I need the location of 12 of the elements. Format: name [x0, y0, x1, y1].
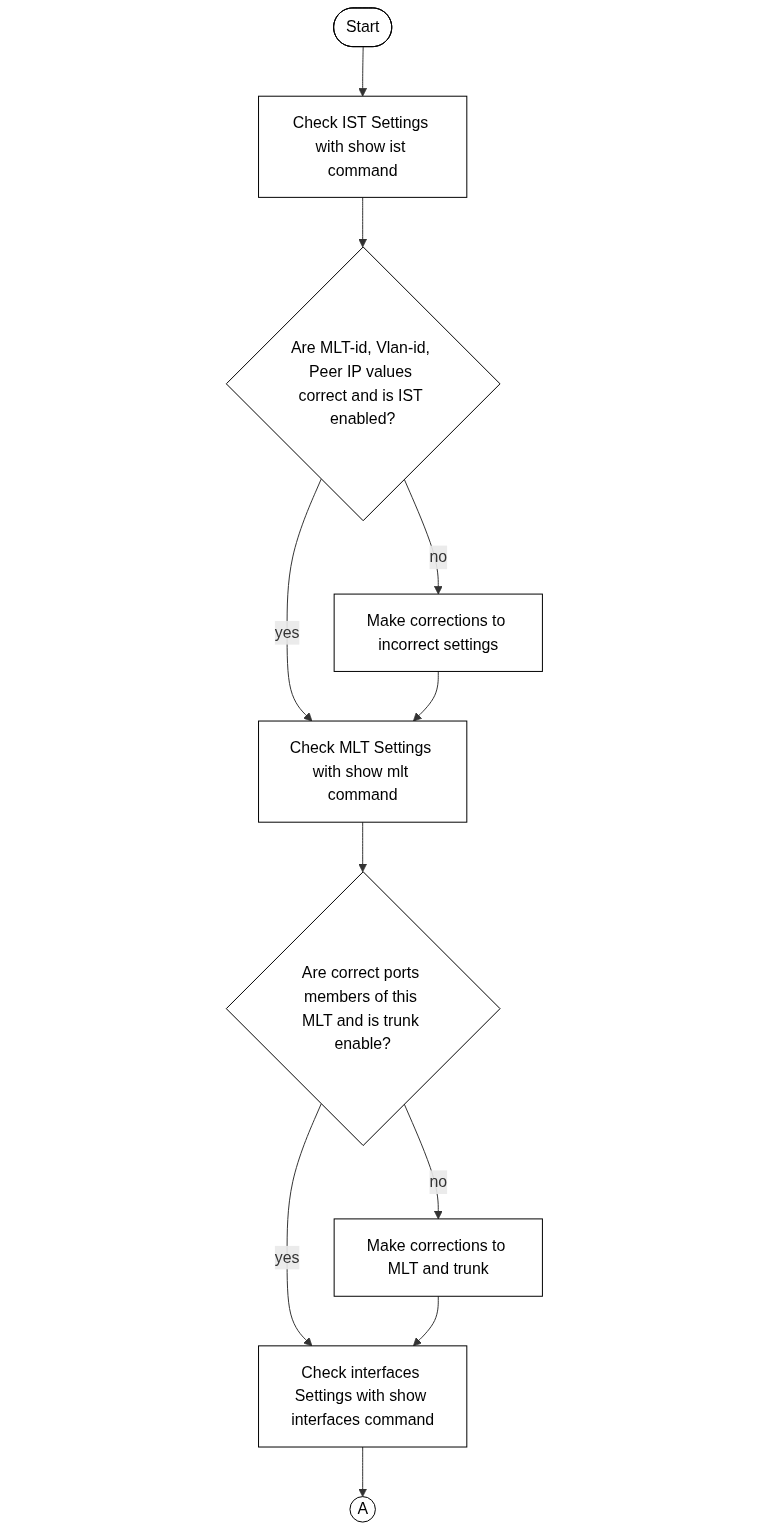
node-box: Check MLT Settings with show mlt command [258, 720, 468, 823]
edge-label: no [429, 1173, 448, 1191]
node-box: Check interfaces Settings with show interfaces command [258, 1345, 468, 1448]
node-diamond: Are MLT-id, Vlan-id, Peer IP values correct and is IST enabled? [225, 246, 501, 522]
node-box: Make corrections to MLT and trunk [333, 1218, 544, 1297]
node-diamond: Are correct ports members of this MLT and is trunk enable? [225, 871, 501, 1146]
node-box: Check IST Settings with show ist command [258, 95, 468, 198]
node-box: Make corrections to incorrect settings [333, 593, 544, 672]
edge-label: yes [274, 623, 300, 641]
edge-label: no [429, 548, 448, 566]
node-circle: A [349, 1496, 377, 1523]
edge-label: yes [274, 1248, 300, 1266]
